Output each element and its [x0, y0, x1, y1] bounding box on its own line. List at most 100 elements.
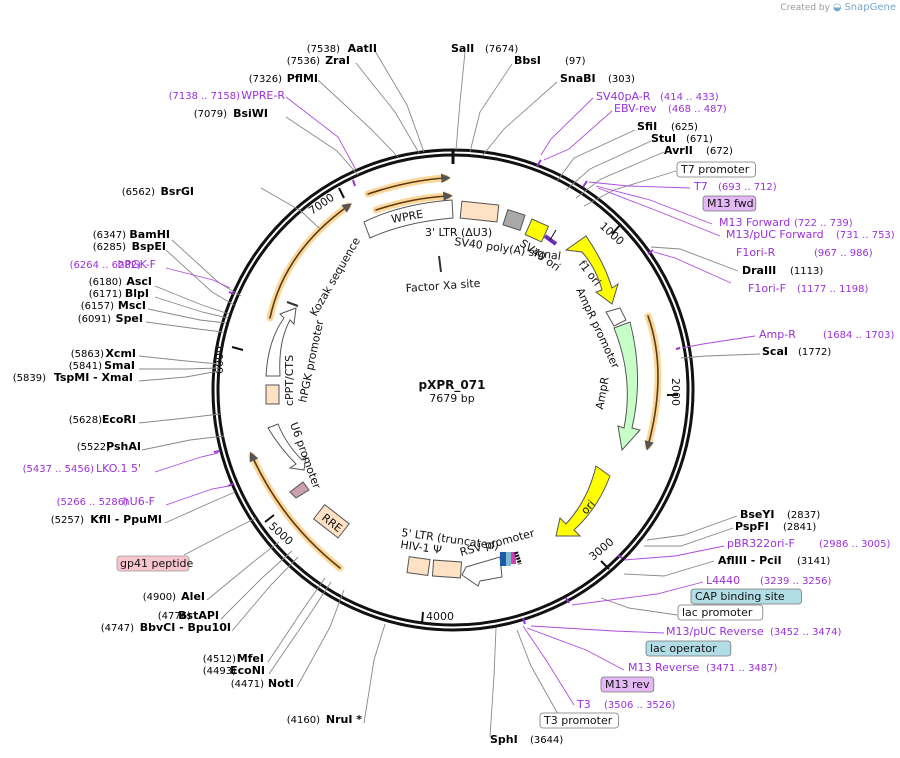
left-label-pos-18: (5437 .. 5456): [23, 464, 95, 475]
left-label-name-18: LKO.1 5': [96, 462, 141, 475]
right-label-name-31: SphI: [490, 733, 518, 746]
right-label-pos-4: (468 .. 487): [668, 104, 727, 115]
right-label-name-3: SV40pA-R: [596, 90, 651, 103]
right-label-box-23: [690, 588, 802, 605]
right-label-pos-3: (414 .. 433): [660, 92, 719, 103]
left-label-pos-20: (5257): [51, 515, 84, 526]
left-label-pos-6: (6347): [93, 230, 126, 241]
feature-ori: [555, 465, 611, 537]
left-label-pos-4: (7079): [194, 109, 227, 120]
left-label-name-22: BstAPI: [178, 609, 219, 622]
right-label-name-26: lac operator: [650, 642, 717, 655]
left-label-name-4: BsiWI: [233, 107, 268, 120]
left-label-name-12: SpeI: [116, 312, 143, 325]
tick-label-2000: 2000: [669, 378, 682, 406]
left-label-pos-24: (4512): [203, 654, 236, 665]
right-label-pos-11: (722 .. 739): [794, 218, 853, 229]
right-label-name-2: SnaBI: [560, 72, 596, 85]
feature-sv40-polya: [502, 208, 526, 232]
right-label-name-18: BseYI: [740, 508, 774, 521]
credit-prefix: Created by: [780, 3, 830, 13]
right-label-name-14: DraIII: [742, 264, 776, 277]
plasmid-size: 7679 bp: [429, 392, 474, 405]
left-label-name-6: BamHI: [129, 228, 170, 241]
right-label-pos-20: (2986 .. 3005): [819, 539, 891, 550]
tick-label-3000: 3000: [587, 535, 617, 563]
left-label-pos-12: (6091): [78, 314, 111, 325]
left-label-name-20: KflI - PpuMI: [90, 513, 162, 526]
right-label-name-9: T7: [693, 180, 708, 193]
feature-u6-promoter: [267, 423, 307, 471]
left-label-name-21: AleI: [181, 590, 205, 603]
orf-arcs: [248, 173, 662, 572]
left-label-name-14: SmaI: [104, 359, 135, 372]
left-label-pos-23: (4747): [101, 623, 134, 634]
left-label-pos-5: (6562): [122, 187, 155, 198]
left-label-name-13: XcmI: [105, 347, 136, 360]
left-label-name-19: hU6-F: [123, 495, 155, 508]
small-markers: [213, 159, 681, 625]
tick-label-4000: 4000: [426, 610, 454, 623]
label-wpre: WPRE: [390, 208, 424, 226]
left-label-name-1: ZraI: [325, 54, 350, 67]
right-label-name-22: L4440: [706, 574, 740, 587]
left-label-pos-11: (6157): [81, 301, 114, 312]
plasmid-name: pXPR_071: [419, 378, 486, 393]
right-label-pos-1: (97): [565, 56, 586, 67]
primer-leaders: [154, 96, 756, 706]
feature-hpgk-promoter: [265, 307, 297, 377]
right-label-box-26: [645, 640, 732, 657]
right-label-name-24: lac promoter: [682, 606, 753, 619]
right-label-pos-29: (3506 .. 3526): [604, 700, 676, 711]
right-label-pos-0: (7674): [485, 44, 518, 55]
right-label-pos-16: (1684 .. 1703): [823, 330, 895, 341]
right-label-name-4: EBV-rev: [614, 102, 657, 115]
label-ampr: AmpR: [593, 376, 612, 411]
left-label-pos-0: (7538): [307, 44, 340, 55]
right-label-name-30: T3 promoter: [543, 714, 613, 727]
right-label-pos-27: (3471 .. 3487): [706, 663, 778, 674]
right-label-name-25: M13/pUC Reverse: [666, 625, 764, 638]
left-label-pos-15: (5839): [13, 373, 46, 384]
left-label-name-27: NruI *: [326, 713, 362, 726]
left-labels: AatII(7538)ZraI(7536)PflMI(7326)WPRE-R(7…: [13, 42, 377, 726]
tick-label-1000: 1000: [597, 220, 627, 248]
right-label-pos-17: (1772): [798, 347, 831, 358]
feature-rsv-promoter: [461, 556, 503, 587]
left-label-pos-16: (5628): [69, 415, 102, 426]
left-label-pos-10: (6171): [89, 289, 122, 300]
left-label-name-11: MscI: [118, 299, 146, 312]
snapgene-credit: Created by ◒ SnapGene: [780, 2, 896, 13]
right-label-name-13: F1ori-R: [736, 246, 776, 259]
label-hpgk-promoter: hPGK promoter: [296, 318, 326, 403]
orf-arc-top-outer: [364, 174, 450, 198]
label-3ltr: 3' LTR (ΔU3): [425, 226, 492, 239]
feature-rre: [312, 503, 350, 539]
label-hiv-psi: HIV-1 Ψ: [400, 538, 443, 557]
credit-brand: SnapGene: [844, 2, 896, 13]
feature-factor-xa-mark: [438, 255, 442, 273]
feature-wpre: [363, 199, 454, 239]
right-label-name-21: AflIII - PciI: [718, 554, 782, 567]
left-label-name-23: BbvCI - Bpu10I: [140, 621, 231, 634]
right-label-name-7: AvrII: [664, 144, 693, 157]
right-label-pos-9: (693 .. 712): [718, 182, 777, 193]
left-label-name-16: EcoRI: [102, 413, 136, 426]
right-label-pos-5: (625): [671, 122, 698, 133]
label-kozak: Kozak sequence: [307, 235, 363, 319]
right-label-name-19: PspFI: [735, 520, 769, 533]
feature-kozak-mark: [286, 301, 299, 307]
right-label-pos-15: (1177 .. 1198): [797, 284, 869, 295]
right-label-pos-14: (1113): [790, 266, 823, 277]
right-label-box-28: [600, 676, 655, 693]
left-label-name-0: AatII: [348, 42, 377, 55]
left-label-name-26: NotI: [268, 677, 294, 690]
right-label-name-11: M13 Forward: [719, 216, 790, 229]
left-label-pos-2: (7326): [249, 74, 282, 85]
right-label-pos-12: (731 .. 753): [836, 230, 895, 241]
left-label-pos-21: (4900): [143, 592, 176, 603]
right-label-pos-25: (3452 .. 3474): [770, 627, 842, 638]
left-label-pos-13: (5863): [71, 349, 104, 360]
right-labels: SalI(7674)BbsI(97)SnaBI(303)SV40pA-R(414…: [451, 42, 895, 746]
